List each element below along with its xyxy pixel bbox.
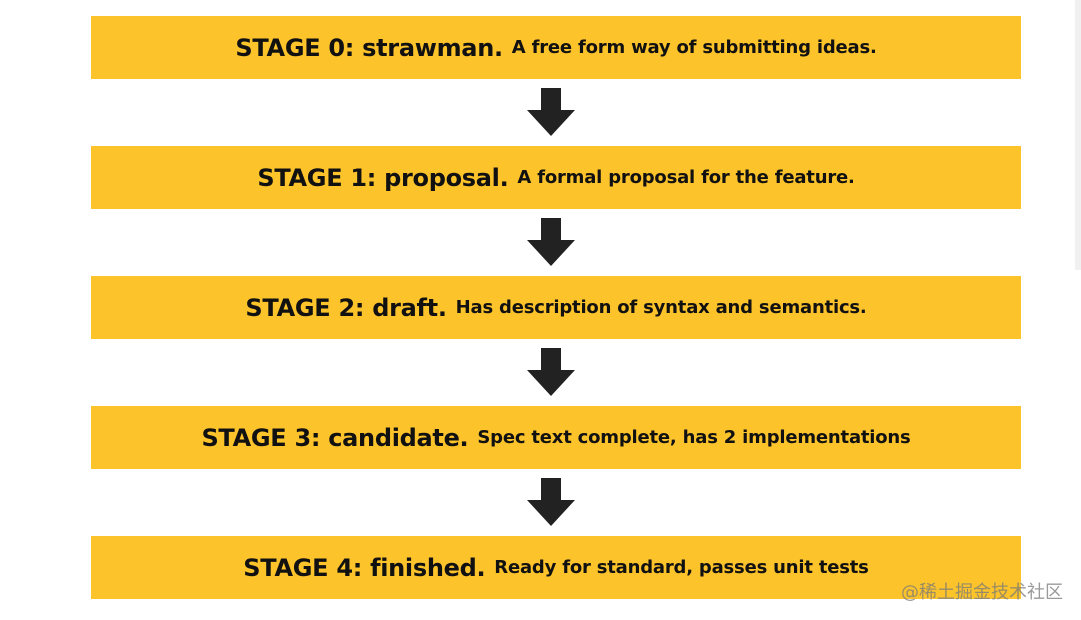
stage-0-box: STAGE 0: strawman. A free form way of su… xyxy=(91,16,1021,79)
right-edge-strip xyxy=(1075,0,1081,270)
stage-3-description: Spec text complete, has 2 implementation… xyxy=(477,427,911,448)
down-arrow-icon xyxy=(527,218,575,266)
stage-3-heading: STAGE 3: candidate. xyxy=(201,423,469,452)
stage-2-description: Has description of syntax and semantics. xyxy=(455,297,867,318)
stage-1-description: A formal proposal for the feature. xyxy=(517,167,855,188)
stage-1-heading: STAGE 1: proposal. xyxy=(257,163,509,192)
stage-4-box: STAGE 4: finished. Ready for standard, p… xyxy=(91,536,1021,599)
down-arrow-icon xyxy=(527,478,575,526)
stage-0-heading: STAGE 0: strawman. xyxy=(235,33,503,62)
stage-3-box: STAGE 3: candidate. Spec text complete, … xyxy=(91,406,1021,469)
stage-flowchart: STAGE 0: strawman. A free form way of su… xyxy=(91,16,1021,606)
stage-0-description: A free form way of submitting ideas. xyxy=(511,37,877,58)
stage-2-heading: STAGE 2: draft. xyxy=(245,293,447,322)
stage-4-description: Ready for standard, passes unit tests xyxy=(494,557,869,578)
down-arrow-icon xyxy=(527,348,575,396)
stage-4-heading: STAGE 4: finished. xyxy=(243,553,486,582)
watermark: @稀土掘金技术社区 xyxy=(901,582,1063,603)
down-arrow-icon xyxy=(527,88,575,136)
stage-1-box: STAGE 1: proposal. A formal proposal for… xyxy=(91,146,1021,209)
stage-2-box: STAGE 2: draft. Has description of synta… xyxy=(91,276,1021,339)
